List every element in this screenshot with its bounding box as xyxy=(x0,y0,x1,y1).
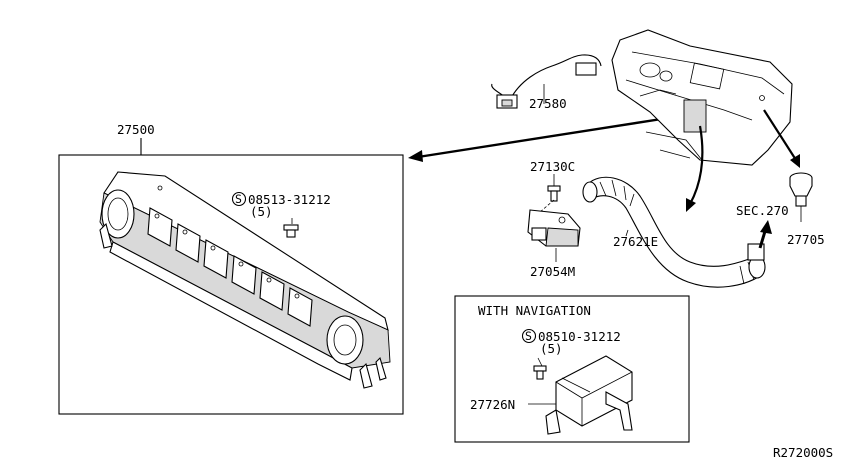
qty-label-screw2: (5) xyxy=(540,341,563,356)
motor-27054m xyxy=(527,209,581,247)
harness-27580: 27580 xyxy=(491,54,602,111)
part-label-08513-31212: 08513-31212 xyxy=(248,192,331,207)
part-label-27621e: 27621E xyxy=(613,234,658,249)
with-navigation-frame xyxy=(454,295,690,443)
arrow-to-27705 xyxy=(763,109,800,168)
screw-08513: S 08513-31212 (5) xyxy=(231,191,331,238)
drawing-number: R272000S xyxy=(773,445,833,460)
part-label-27705: 27705 xyxy=(787,232,825,247)
screw2-symbol-s: S xyxy=(525,329,532,343)
arrow-to-duct xyxy=(686,125,704,212)
part-label-27580: 27580 xyxy=(529,96,567,111)
screw-symbol-s: S xyxy=(235,192,242,206)
part-label-27054m: 27054M xyxy=(530,264,575,279)
dashboard-view xyxy=(611,29,793,166)
sensor-27705 xyxy=(789,172,813,222)
section-ref-sec270: SEC.270 xyxy=(736,203,789,218)
screw-27130c xyxy=(547,185,561,202)
qty-label-screw1: (5) xyxy=(250,204,273,219)
aspirator-duct-27621e xyxy=(582,176,766,288)
part-label-27130c: 27130C xyxy=(530,159,575,174)
arrow-to-control-panel xyxy=(408,116,669,162)
arrow-to-sec270 xyxy=(758,220,772,249)
heater-control-panel xyxy=(99,171,391,389)
control-unit-27726n xyxy=(545,355,633,435)
with-navigation-title: WITH NAVIGATION xyxy=(478,303,591,318)
control-panel-frame xyxy=(58,154,404,415)
screw-08510 xyxy=(533,357,547,380)
part-label-27500: 27500 xyxy=(117,122,155,137)
part-label-27726n: 27726N xyxy=(470,397,515,412)
part-label-08510-31212: 08510-31212 xyxy=(538,329,621,344)
